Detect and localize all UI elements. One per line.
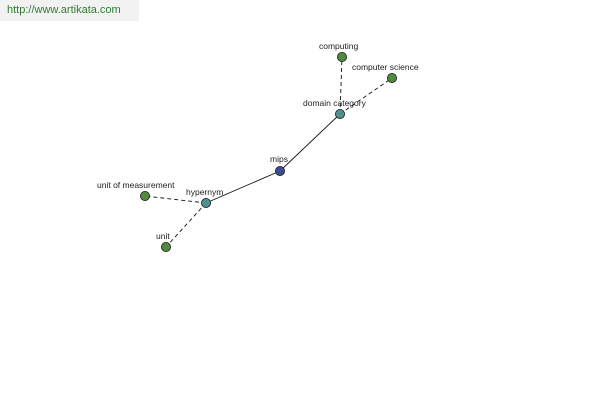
graph-edges [144, 56, 393, 248]
node-label-computing[interactable]: computing [319, 41, 358, 51]
node-label-computer-science[interactable]: computer science [352, 62, 419, 72]
watermark-banner: http://www.artikata.com [0, 0, 139, 21]
node-label-unit[interactable]: unit [156, 231, 170, 241]
node-unit-of-measurement[interactable] [139, 190, 150, 201]
node-mips[interactable] [274, 165, 285, 176]
node-computer-science[interactable] [386, 73, 397, 84]
watermark-url[interactable]: http://www.artikata.com [7, 4, 121, 16]
node-domain-category[interactable] [334, 109, 345, 120]
edge-hypernym-to-unit-of-measurement [144, 195, 207, 204]
edge-domain-category-to-computing [339, 56, 343, 115]
node-label-mips[interactable]: mips [270, 154, 288, 164]
edge-hypernym-to-unit [165, 202, 207, 248]
edge-domain-category-to-computer-science [339, 77, 393, 115]
graph-labels: mips hypernym domain category computing comp… [97, 41, 419, 241]
graph-nodes [139, 52, 397, 252]
node-label-unit-of-measurement[interactable]: unit of measurement [97, 180, 175, 190]
edge-mips-to-hypernym [205, 170, 281, 204]
node-label-domain-category[interactable]: domain category [303, 98, 367, 108]
node-computing[interactable] [336, 52, 347, 63]
edge-mips-to-domain-category [279, 113, 341, 172]
node-hypernym[interactable] [200, 197, 211, 208]
node-unit[interactable] [160, 241, 171, 252]
node-label-hypernym[interactable]: hypernym [186, 187, 223, 197]
